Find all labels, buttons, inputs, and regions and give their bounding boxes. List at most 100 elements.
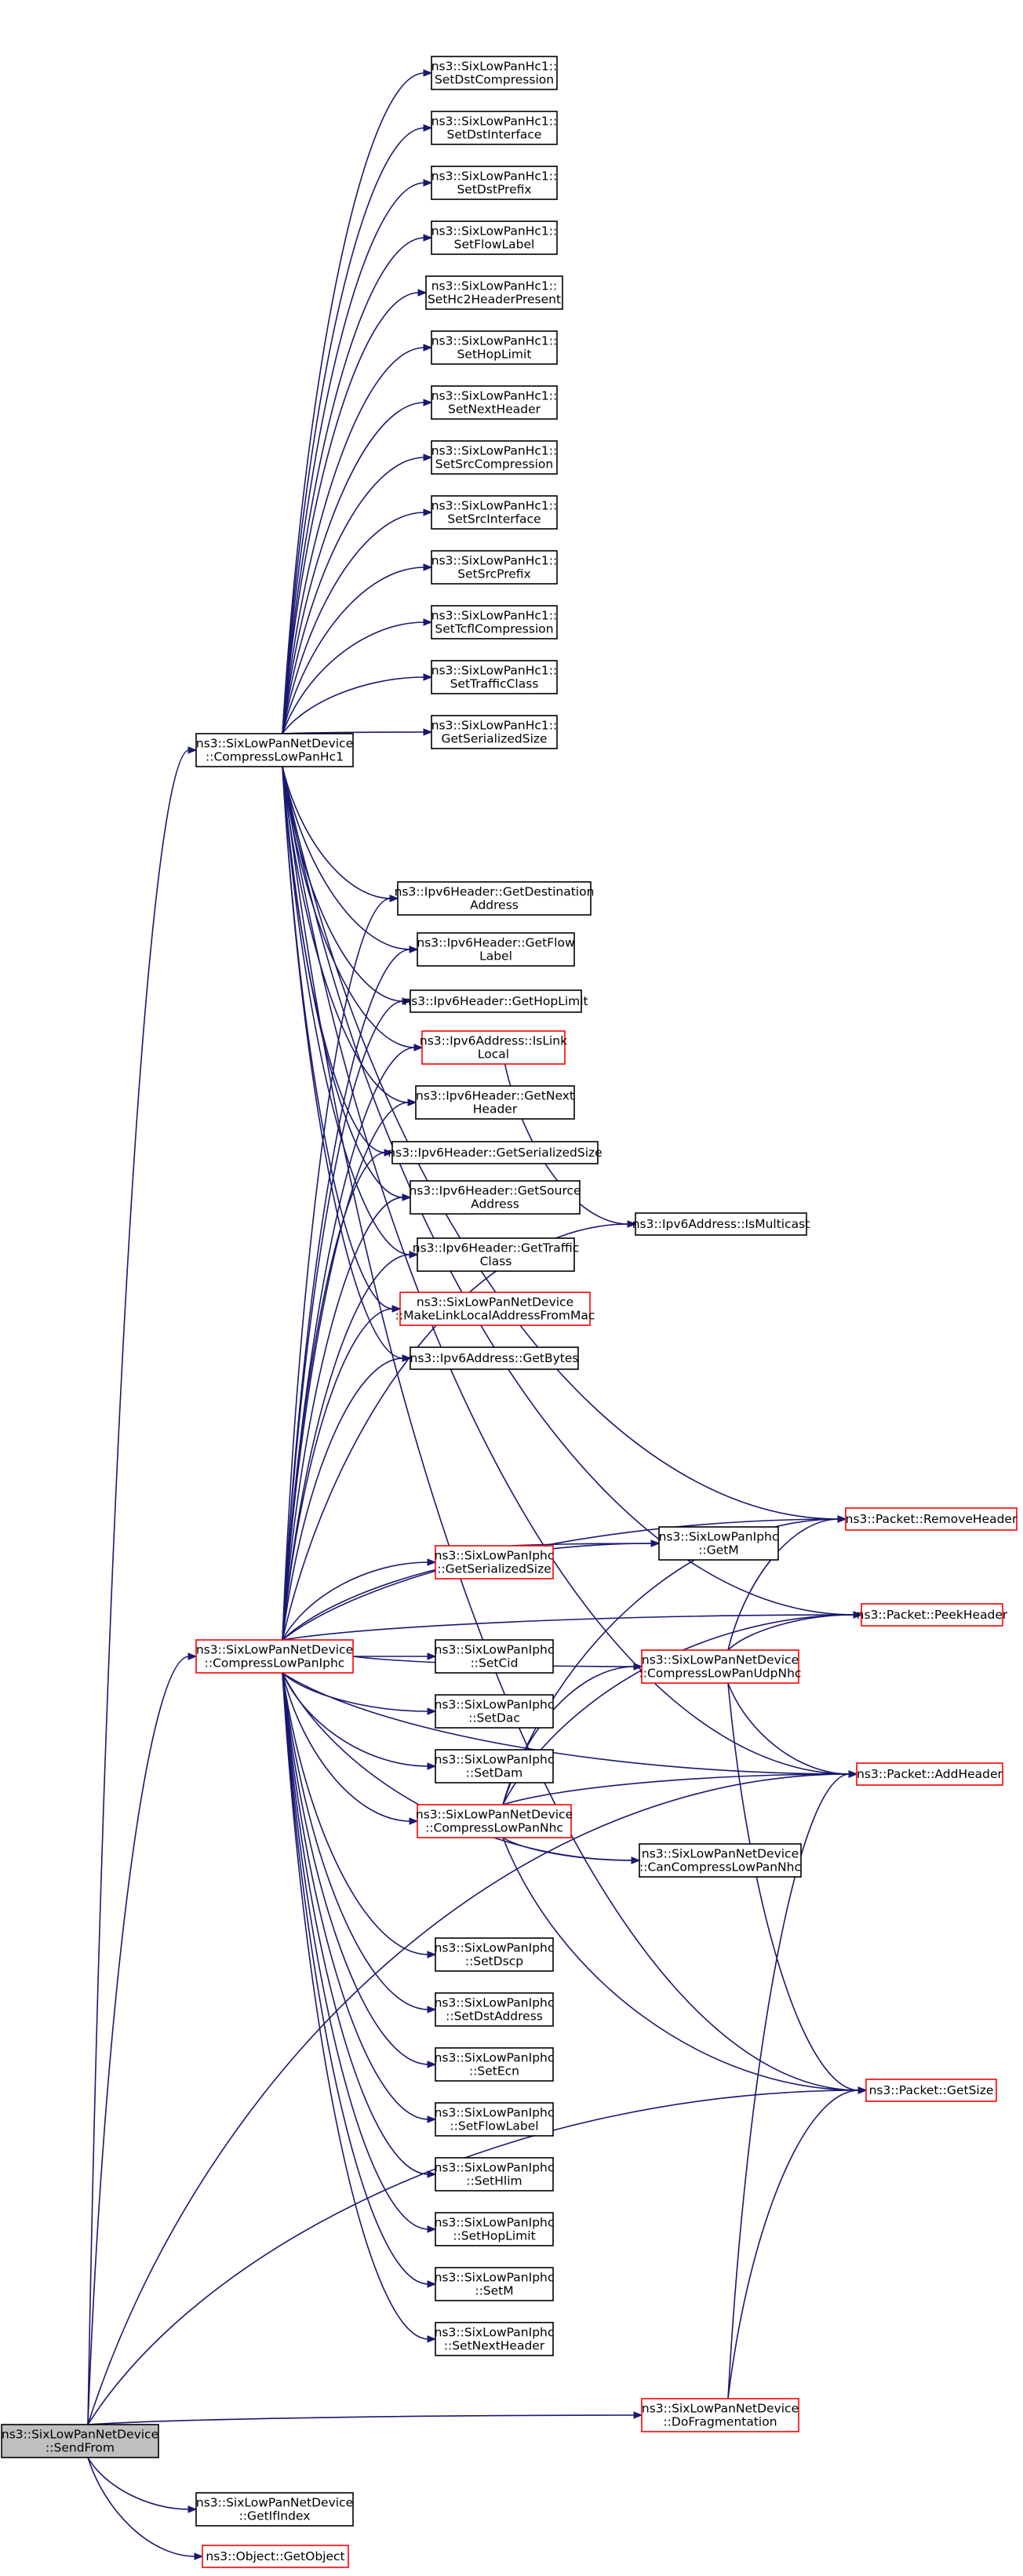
node-hc1-set-next-header[interactable]: ns3::SixLowPanHc1::SetNextHeader (431, 385, 558, 420)
node-compress-udp-nhc[interactable]: ns3::SixLowPanNetDevice::CompressLowPanU… (639, 1649, 802, 1684)
node-box (417, 1237, 575, 1272)
arrowhead (423, 234, 433, 242)
node-ipv6h-get-hop-limit[interactable]: ns3::Ipv6Header::GetHopLimit (403, 989, 588, 1013)
node-do-fragmentation[interactable]: ns3::SixLowPanNetDevice::DoFragmentation (641, 2398, 799, 2432)
node-label-line: ::SetDscp (465, 1955, 523, 1969)
node-label-line: ns3::SixLowPanHc1:: (431, 389, 558, 403)
node-label-line: ns3::Packet::RemoveHeader (846, 1512, 1018, 1526)
node-box (195, 1639, 354, 1674)
node-iphc-set-ecn[interactable]: ns3::SixLowPanIphc::SetEcn (435, 2047, 555, 2082)
edge-compress-iphc-to-ipv6a-get-bytes (282, 1357, 404, 1641)
edge-compress-iphc-to-packet-peek-header (282, 1614, 855, 1641)
node-can-compress-nhc[interactable]: ns3::SixLowPanNetDevice::CanCompressLowP… (639, 1843, 802, 1878)
node-send-from[interactable]: ns3::SixLowPanNetDevice::SendFrom (1, 2424, 159, 2458)
edge-compress-iphc-to-ipv6h-get-flow-label (282, 949, 411, 1641)
node-hc1-set-hc2-header-present[interactable]: ns3::SixLowPanHc1::SetHc2HeaderPresent (425, 275, 563, 310)
node-iphc-set-dst-address[interactable]: ns3::SixLowPanIphc::SetDstAddress (435, 1992, 555, 2027)
node-label-line: ns3::Ipv6Header::GetHopLimit (403, 994, 588, 1008)
node-hc1-set-src-compression[interactable]: ns3::SixLowPanHc1::SetSrcCompression (431, 440, 558, 475)
node-iphc-set-m[interactable]: ns3::SixLowPanIphc::SetM (435, 2267, 555, 2301)
node-label-line: ::CompressLowPanIphc (205, 1656, 345, 1671)
node-label-line: ::GetM (698, 1543, 738, 1558)
node-hc1-set-dst-prefix[interactable]: ns3::SixLowPanHc1::SetDstPrefix (431, 166, 558, 200)
node-box (425, 275, 563, 310)
node-hc1-set-src-interface[interactable]: ns3::SixLowPanHc1::SetSrcInterface (431, 495, 558, 530)
edge-do-fragmentation-to-packet-get-size (727, 2090, 860, 2399)
node-get-if-index[interactable]: ns3::SixLowPanNetDevice::GetIfIndex (195, 2492, 354, 2527)
node-iphc-set-next-header[interactable]: ns3::SixLowPanIphc::SetNextHeader (435, 2322, 555, 2356)
node-label-line: ns3::SixLowPanHc1:: (431, 499, 558, 513)
edge-compress-iphc-to-ipv6h-get-serialized-size (282, 1152, 386, 1641)
node-ipv6a-get-bytes[interactable]: ns3::Ipv6Address::GetBytes (410, 1346, 579, 1370)
node-hc1-set-hop-limit[interactable]: ns3::SixLowPanHc1::SetHopLimit (431, 330, 558, 365)
node-iphc-set-hlim[interactable]: ns3::SixLowPanIphc::SetHlim (435, 2157, 555, 2192)
node-box (435, 2267, 554, 2301)
node-ipv6a-is-multicast[interactable]: ns3::Ipv6Address::IsMulticast (632, 1212, 810, 1236)
node-iphc-set-cid[interactable]: ns3::SixLowPanIphc::SetCid (435, 1639, 555, 1674)
node-packet-remove-header[interactable]: ns3::Packet::RemoveHeader (845, 1507, 1018, 1531)
node-box (431, 660, 558, 694)
arrowhead (423, 344, 433, 352)
node-hc1-set-src-prefix[interactable]: ns3::SixLowPanHc1::SetSrcPrefix (431, 550, 558, 585)
node-hc1-set-tcfl-compression[interactable]: ns3::SixLowPanHc1::SetTcflCompression (431, 605, 558, 639)
edge-compress-hc1-to-ipv6h-get-destination-address (282, 766, 391, 899)
node-box (435, 1937, 554, 1972)
node-compress-hc1[interactable]: ns3::SixLowPanNetDevice::CompressLowPanH… (195, 733, 354, 767)
arrowhead (423, 563, 433, 571)
node-packet-add-header[interactable]: ns3::Packet::AddHeader (856, 1762, 1003, 1786)
node-label-line: ns3::SixLowPanNetDevice (642, 2402, 799, 2416)
node-iphc-set-dac[interactable]: ns3::SixLowPanIphc::SetDac (435, 1694, 555, 1729)
node-compress-iphc[interactable]: ns3::SixLowPanNetDevice::CompressLowPanI… (195, 1639, 354, 1674)
node-iphc-get-m[interactable]: ns3::SixLowPanIphc::GetM (658, 1526, 779, 1561)
arrowhead (389, 894, 399, 902)
node-ipv6h-get-serialized-size[interactable]: ns3::Ipv6Header::GetSerializedSize (388, 1141, 603, 1164)
arrowhead (423, 179, 433, 187)
node-packet-get-size[interactable]: ns3::Packet::GetSize (865, 2079, 997, 2102)
node-box (417, 932, 575, 967)
node-label-line: ns3::SixLowPanHc1:: (431, 60, 558, 74)
node-label-line: ::CompressLowPanHc1 (206, 750, 344, 764)
node-hc1-set-dst-interface[interactable]: ns3::SixLowPanHc1::SetDstInterface (431, 111, 558, 145)
edge-do-fragmentation-to-packet-add-header (727, 1773, 850, 2399)
node-object-get-object[interactable]: ns3::Object::GetObject (202, 2545, 349, 2568)
arrowhead (423, 399, 433, 406)
node-box (417, 1804, 572, 1838)
edge-compress-hc1-to-hc1-set-dst-compression (282, 72, 425, 734)
edge-send-from-to-compress-iphc (87, 1656, 190, 2425)
node-hc1-get-serialized-size[interactable]: ns3::SixLowPanHc1::GetSerializedSize (431, 715, 558, 749)
node-hc1-set-dst-compression[interactable]: ns3::SixLowPanHc1::SetDstCompression (431, 56, 558, 90)
edge-compress-iphc-to-iphc-set-dac (282, 1672, 429, 1712)
node-iphc-get-serialized-size[interactable]: ns3::SixLowPanIphc::GetSerializedSize (435, 1545, 555, 1579)
arrowhead (402, 997, 412, 1005)
node-label-line: ns3::SixLowPanIphc (435, 2216, 555, 2230)
arrowhead (423, 124, 433, 132)
node-label-line: ns3::SixLowPanHc1:: (431, 224, 558, 239)
node-hc1-set-flow-label[interactable]: ns3::SixLowPanHc1::SetFlowLabel (431, 220, 558, 255)
node-iphc-set-dam[interactable]: ns3::SixLowPanIphc::SetDam (435, 1749, 555, 1784)
node-label-line: SetTrafficClass (450, 677, 539, 691)
node-packet-peek-header[interactable]: ns3::Packet::PeekHeader (857, 1603, 1008, 1627)
edge-compress-iphc-to-iphc-set-flow-label (282, 1672, 429, 2120)
edge-compress-hc1-to-hc1-set-src-compression (282, 457, 425, 734)
node-compress-nhc[interactable]: ns3::SixLowPanNetDevice::CompressLowPanN… (416, 1804, 573, 1838)
node-iphc-set-dscp[interactable]: ns3::SixLowPanIphc::SetDscp (435, 1937, 555, 1972)
node-hc1-set-traffic-class[interactable]: ns3::SixLowPanHc1::SetTrafficClass (431, 660, 558, 694)
node-label-line: ::GetSerializedSize (437, 1562, 552, 1576)
node-make-link-local-address-from-mac[interactable]: ns3::SixLowPanNetDevice::MakeLinkLocalAd… (395, 1292, 595, 1326)
arrowhead (384, 1149, 394, 1157)
node-iphc-set-flow-label[interactable]: ns3::SixLowPanIphc::SetFlowLabel (435, 2102, 555, 2137)
arrowhead (427, 2280, 437, 2288)
node-box (435, 1992, 554, 2027)
node-iphc-set-hop-limit[interactable]: ns3::SixLowPanIphc::SetHopLimit (435, 2212, 555, 2246)
node-label-line: Label (479, 949, 512, 964)
node-box (431, 385, 558, 420)
node-box (865, 2079, 997, 2102)
node-label-line: ns3::SixLowPanIphc (435, 1698, 555, 1712)
node-box (435, 2047, 554, 2082)
